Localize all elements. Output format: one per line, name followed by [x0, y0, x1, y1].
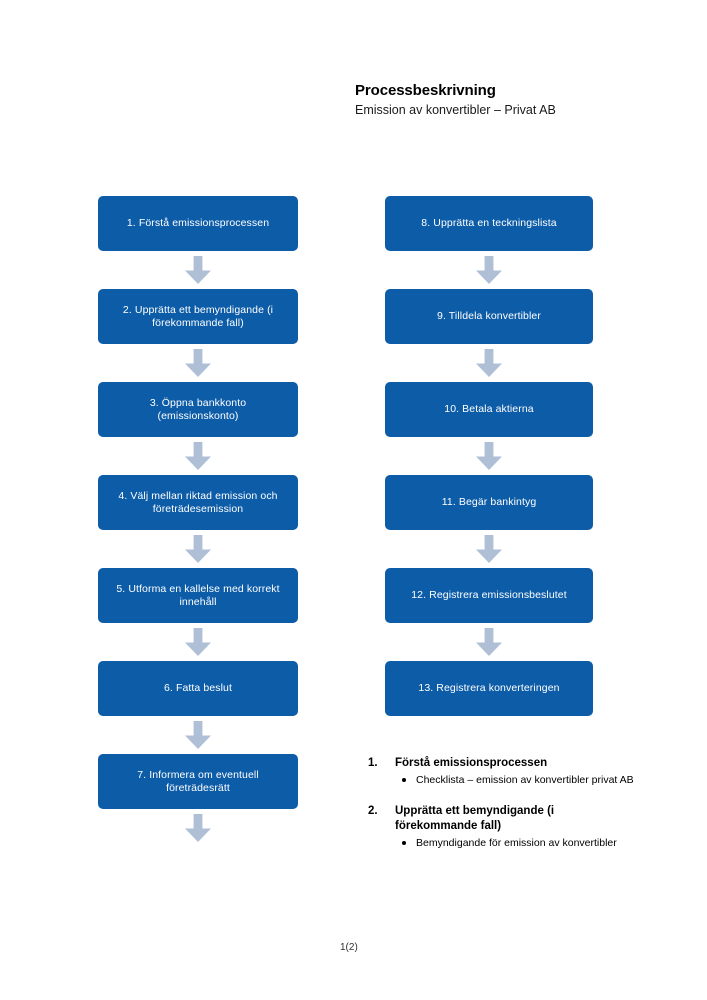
flow-node-label: 12. Registrera emissionsbeslutet [411, 589, 567, 601]
detail-heading: 2. Upprätta ett bemyndigande (i förekomm… [368, 804, 638, 834]
detail-number: 1. [368, 757, 378, 769]
flow-node-3: 3. Öppna bankkonto (emissionskonto) [98, 382, 298, 437]
list-item: Bemyndigande för emission av konvertible… [402, 837, 638, 850]
detail-title: Upprätta ett bemyndigande (i förekommand… [395, 805, 555, 832]
list-item: Checklista – emission av konvertibler pr… [402, 774, 638, 787]
flow-node-label: 13. Registrera konverteringen [418, 682, 560, 694]
bullet-icon [402, 778, 406, 782]
arrow-down-icon [476, 442, 502, 470]
arrow-down-icon [185, 256, 211, 284]
arrow-down-icon [185, 628, 211, 656]
flow-arrow-2-to-3 [98, 344, 298, 382]
flow-arrow-5-to-6 [98, 623, 298, 661]
arrow-down-icon [185, 814, 211, 842]
flowchart-left-column: 1. Förstå emissionsprocessen 2. Upprätta… [98, 196, 298, 847]
flow-node-label: 10. Betala aktierna [444, 403, 534, 415]
arrow-down-icon [185, 721, 211, 749]
flow-node-label: 6. Fatta beslut [163, 682, 233, 694]
flow-node-11: 11. Begär bankintyg [385, 475, 593, 530]
flow-node-label: 11. Begär bankintyg [441, 496, 537, 508]
flow-node-5: 5. Utforma en kallelse med korrekt inneh… [98, 568, 298, 623]
flow-arrow-1-to-2 [98, 251, 298, 289]
flow-node-2: 2. Upprätta ett bemyndigande (i förekomm… [98, 289, 298, 344]
detail-number: 2. [368, 805, 378, 817]
flow-node-label: 1. Förstå emissionsprocessen [126, 217, 270, 229]
flow-node-4: 4. Välj mellan riktad emission och föret… [98, 475, 298, 530]
document-header: Processbeskrivning Emission av konvertib… [355, 82, 655, 118]
flow-node-10: 10. Betala aktierna [385, 382, 593, 437]
flow-node-13: 13. Registrera konverteringen [385, 661, 593, 716]
flow-node-9: 9. Tilldela konvertibler [385, 289, 593, 344]
flow-node-label: 8. Upprätta en teckningslista [421, 217, 557, 229]
flow-node-label: 7. Informera om eventuell företrädesrätt [137, 768, 259, 794]
page-subtitle: Emission av konvertibler – Privat AB [355, 103, 556, 117]
detail-bullet-list: Checklista – emission av konvertibler pr… [368, 774, 638, 787]
flow-node-label: 9. Tilldela konvertibler [437, 310, 541, 322]
flow-node-label: 5. Utforma en kallelse med korrekt inneh… [116, 582, 280, 608]
detail-bullet-list: Bemyndigande för emission av konvertible… [368, 837, 638, 850]
flowchart-right-column: 8. Upprätta en teckningslista 9. Tilldel… [385, 196, 593, 716]
arrow-down-icon [185, 442, 211, 470]
list-item-label: Checklista – emission av konvertibler pr… [416, 774, 634, 786]
flow-arrow-3-to-4 [98, 437, 298, 475]
flow-node-7: 7. Informera om eventuell företrädesrätt [98, 754, 298, 809]
flow-node-label: 3. Öppna bankkonto (emissionskonto) [149, 396, 247, 422]
bullet-icon [402, 841, 406, 845]
flow-arrow-9-to-10 [385, 344, 593, 382]
detail-list: 1. Förstå emissionsprocessen Checklista … [368, 756, 638, 867]
flow-arrow-10-to-11 [385, 437, 593, 475]
flow-arrow-7-to-8 [98, 809, 298, 847]
arrow-down-icon [185, 535, 211, 563]
arrow-down-icon [476, 628, 502, 656]
page-number: 1(2) [340, 942, 358, 953]
list-item-label: Bemyndigande för emission av konvertible… [416, 837, 617, 849]
detail-title: Förstå emissionsprocessen [395, 757, 548, 769]
page-title: Processbeskrivning [355, 82, 496, 99]
flow-node-1: 1. Förstå emissionsprocessen [98, 196, 298, 251]
flow-node-8: 8. Upprätta en teckningslista [385, 196, 593, 251]
arrow-down-icon [476, 535, 502, 563]
flow-arrow-8-to-9 [385, 251, 593, 289]
arrow-down-icon [185, 349, 211, 377]
detail-item-1: 1. Förstå emissionsprocessen Checklista … [368, 756, 638, 787]
flow-arrow-12-to-13 [385, 623, 593, 661]
detail-item-2: 2. Upprätta ett bemyndigande (i förekomm… [368, 804, 638, 850]
flow-arrow-6-to-7 [98, 716, 298, 754]
detail-heading: 1. Förstå emissionsprocessen [368, 756, 638, 771]
flow-node-6: 6. Fatta beslut [98, 661, 298, 716]
flow-node-label: 2. Upprätta ett bemyndigande (i förekomm… [122, 303, 274, 329]
flow-node-label: 4. Välj mellan riktad emission och föret… [118, 489, 278, 515]
flow-arrow-11-to-12 [385, 530, 593, 568]
flow-arrow-4-to-5 [98, 530, 298, 568]
arrow-down-icon [476, 349, 502, 377]
flow-node-12: 12. Registrera emissionsbeslutet [385, 568, 593, 623]
arrow-down-icon [476, 256, 502, 284]
